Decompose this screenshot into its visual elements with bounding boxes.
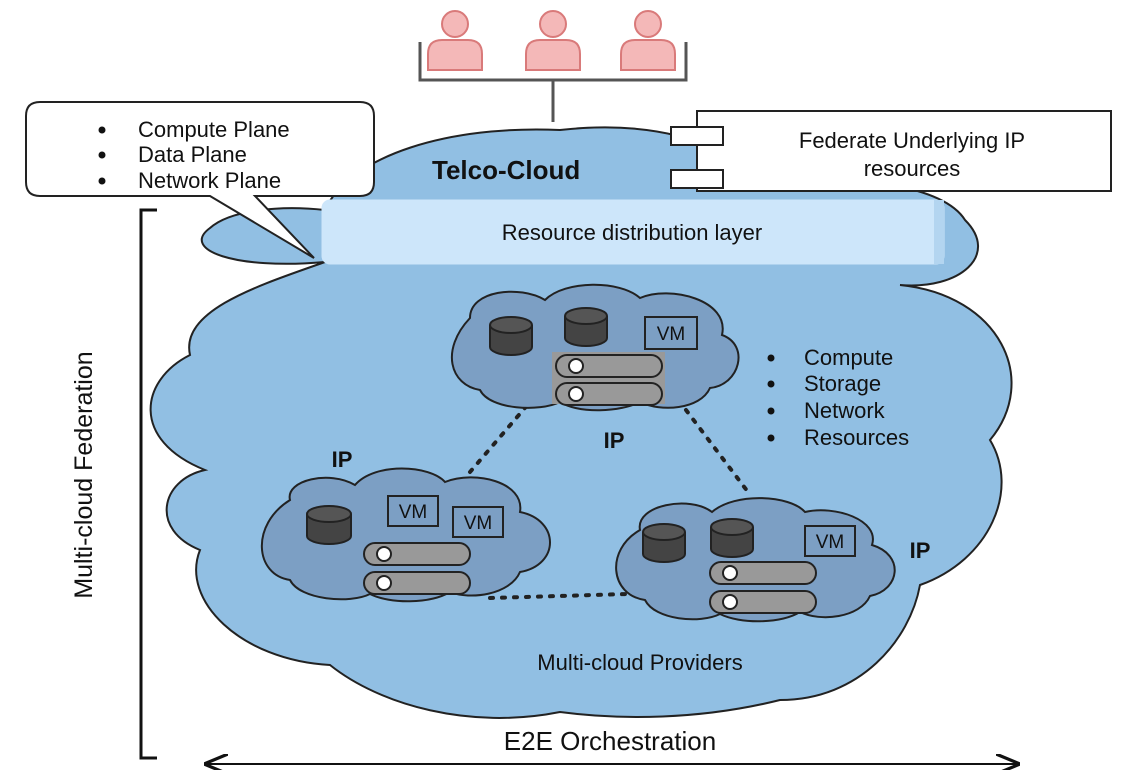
bullet-icon — [98, 151, 106, 159]
vm-label: VM — [464, 513, 493, 534]
database-icon — [489, 316, 533, 356]
federation-bracket — [139, 208, 157, 760]
callout-item: Network Plane — [138, 168, 281, 193]
provider-cloud-top: VM IP — [451, 283, 740, 453]
resource-item: Network — [804, 398, 886, 423]
bullet-icon — [767, 407, 775, 415]
vm-box — [804, 525, 856, 557]
resource-layer-label: Resource distribution layer — [502, 220, 762, 245]
vm-box — [644, 316, 698, 350]
callout-item: Compute Plane — [138, 117, 290, 142]
component-port-icon — [670, 169, 724, 189]
bullet-icon — [98, 177, 106, 185]
provider-cloud-left: IP VM VM — [260, 447, 551, 603]
resource-item: Resources — [804, 425, 909, 450]
database-icon — [642, 523, 686, 563]
orchestration-label: E2E Orchestration — [504, 726, 716, 756]
federate-line-1: Federate Underlying IP — [799, 128, 1025, 153]
federation-label: Multi-cloud Federation — [70, 351, 98, 598]
federate-line-2: resources — [864, 156, 961, 181]
user-group — [418, 10, 688, 122]
user-icon — [525, 10, 581, 71]
database-icon — [306, 505, 352, 545]
database-icon — [564, 307, 608, 347]
provider-link — [488, 592, 630, 600]
vm-box — [452, 506, 504, 538]
provider-links — [468, 400, 750, 600]
telco-cloud-title: Telco-Cloud — [432, 155, 580, 185]
bullet-icon — [767, 354, 775, 362]
component-port-icon — [670, 126, 724, 146]
user-icon — [620, 10, 676, 71]
provider-label: IP — [332, 447, 353, 472]
server-icon — [363, 542, 471, 566]
resource-distribution-layer: Resource distribution layer — [321, 199, 945, 265]
server-icon — [555, 354, 663, 378]
database-icon — [710, 518, 754, 558]
federate-box: Federate Underlying IP resources — [670, 110, 1112, 192]
provider-link — [468, 400, 532, 474]
vm-label: VM — [657, 324, 686, 345]
provider-cloud-right: VM IP — [615, 497, 931, 623]
multicloud-providers-label: Multi-cloud Providers — [537, 650, 742, 675]
callout-item: Data Plane — [138, 142, 247, 167]
vm-box — [387, 495, 439, 527]
bullet-icon — [767, 380, 775, 388]
provider-label: IP — [910, 538, 931, 563]
server-icon — [709, 590, 817, 614]
server-icon — [363, 571, 471, 595]
vm-label: VM — [399, 502, 428, 523]
bullet-icon — [767, 434, 775, 442]
resources-list: Compute Storage Network Resources — [767, 345, 909, 450]
provider-label: IP — [604, 428, 625, 453]
server-icon — [709, 561, 817, 585]
bullet-icon — [98, 126, 106, 134]
resource-item: Storage — [804, 371, 881, 396]
vm-label: VM — [816, 532, 845, 553]
provider-link — [684, 408, 750, 494]
plane-callout: Compute Plane Data Plane Network Plane — [25, 101, 375, 259]
server-icon — [555, 382, 663, 406]
resource-item: Compute — [804, 345, 893, 370]
user-icon — [427, 10, 483, 71]
